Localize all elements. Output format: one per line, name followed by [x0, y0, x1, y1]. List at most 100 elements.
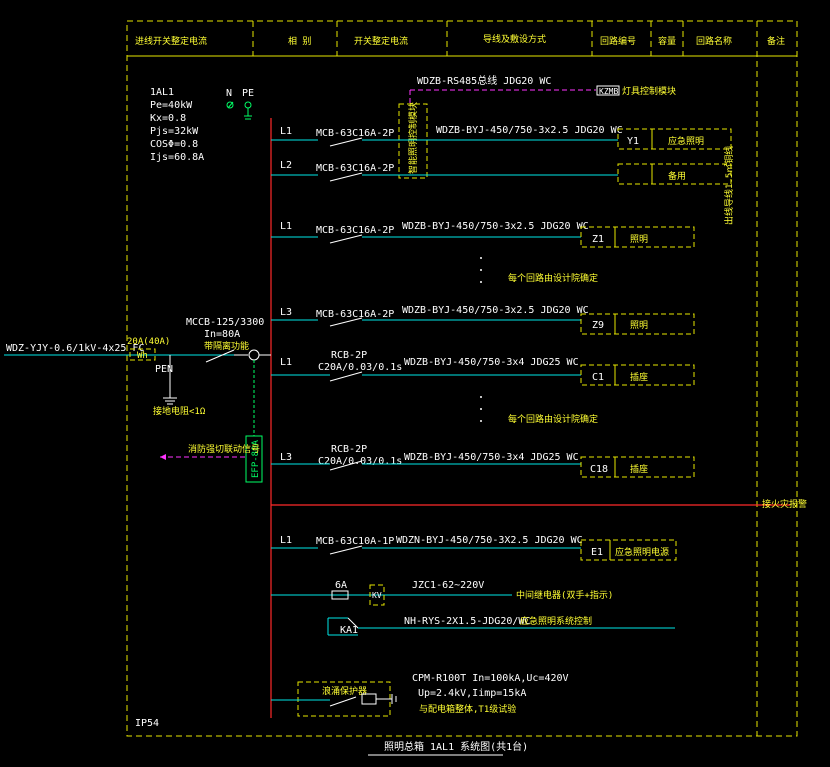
spd-text: 浪涌保护器: [322, 685, 367, 697]
aux-relay-circuit: 6A KV JZC1-62~220V 中间继电器(双手+指示): [271, 580, 613, 606]
pe-terminal-label: PE: [242, 88, 254, 99]
circuit-box: [580, 313, 695, 335]
ip-rating: IP54: [135, 718, 159, 729]
circuit-box: [617, 128, 732, 150]
spd-box-label: EFP-80A: [251, 439, 261, 478]
circuit-z1: L1 MCB-63C16A-2P WDZB-BYJ-450/750-3x2.5 …: [271, 221, 695, 248]
circuit-name: 备用: [668, 170, 686, 182]
panel-pjs: Pjs=32kW: [150, 126, 199, 137]
circuit-box: [580, 456, 695, 478]
nh-cable: NH-RYS-2X1.5-JDG20/WC: [404, 616, 530, 627]
breaker-label: MCB-63C16A-2P: [316, 225, 394, 236]
kv-label: KV: [372, 591, 382, 600]
kzmb-label: KZMB: [599, 87, 618, 96]
circuit-name: 照明: [630, 234, 648, 245]
up-label: Up=2.4kV,Iimp=15kA: [418, 688, 526, 699]
phase-label: L2: [280, 160, 292, 171]
phase-label: L1: [280, 221, 292, 232]
c-mid-note: 每个回路由设计院确定: [508, 413, 598, 425]
circuit-c18: L3 RCB-2P C20A/0.03/0.1s WDZB-BYJ-450/75…: [271, 444, 695, 478]
breaker-label: MCB-63C16A-2P: [316, 163, 394, 174]
panel-pe: Pe=40kW: [150, 100, 193, 111]
phase-label: L1: [280, 357, 292, 368]
footer-title: 照明总箱 1AL1 系统图(共1台): [384, 740, 528, 753]
phase-label: L1: [280, 535, 292, 546]
breaker-label: MCB-63C16A-2P: [316, 309, 394, 320]
main-breaker-note: 带隔离功能: [204, 340, 249, 352]
circuit-code: Z1: [592, 234, 604, 245]
meter-label: Wh: [137, 351, 148, 361]
cpm-label: CPM-R100T In=100kA,Uc=420V: [412, 673, 569, 684]
circuit-c1: L1 RCB-2P C20A/0.03/0.1s WDZB-BYJ-450/75…: [271, 350, 695, 386]
circuit-e1: L1 MCB-63C10A-1P WDZN-BYJ-450/750-3X2.5 …: [271, 535, 677, 561]
phase-label: L3: [280, 307, 292, 318]
header-col4: 导线及敷设方式: [483, 33, 546, 45]
pen-label: PEN: [155, 364, 173, 375]
header-col7: 回路名称: [696, 35, 732, 47]
circuit-z9: L3 MCB-63C16A-2P WDZB-BYJ-450/750-3x2.5 …: [271, 305, 695, 335]
n-terminal-icon: [226, 101, 234, 109]
circuit-box: [580, 226, 695, 248]
main-breaker-switch: [205, 349, 248, 363]
cable-label: WDZB-BYJ-450/750-3x2.5 JDG20 WC: [402, 305, 589, 316]
meter-rating: 20A(40A): [127, 337, 170, 347]
circuit-box: [580, 364, 695, 386]
outer-frame: [126, 20, 798, 737]
breaker-label: MCB-63C10A-1P: [316, 536, 394, 547]
circuit-code: C1: [592, 372, 604, 383]
circuit-name: 插座: [630, 371, 648, 383]
ground-icon: [163, 397, 177, 405]
z-mid-note: 每个回路由设计院确定: [508, 272, 598, 284]
continuation-dots: [480, 257, 482, 422]
panel-ijs: Ijs=60.8A: [150, 152, 204, 163]
main-breaker-in: In=80A: [204, 329, 240, 340]
cable-label: WDZB-BYJ-450/750-3x4 JDG25 WC: [404, 357, 579, 368]
spd-note: 与配电箱整体,T1级试验: [419, 703, 516, 715]
rs485-label: WDZB-RS485总线 JDG20 WC: [417, 74, 551, 87]
header-col6: 容量: [658, 35, 676, 47]
spd-box: [245, 435, 263, 483]
kzmb-note: 灯具控制模块: [622, 85, 676, 97]
ka1-label: KA1: [340, 625, 358, 636]
phase-label: L1: [280, 126, 292, 137]
circuit-code: Z9: [592, 320, 604, 331]
surge-protector: 浪涌保护器: [271, 681, 397, 717]
panel-kx: Kx=0.8: [150, 113, 186, 124]
header-col1: 进线开关整定电流: [135, 35, 207, 47]
main-breaker-label: MCCB-125/3300: [186, 317, 264, 328]
header-col2: 相 别: [288, 35, 311, 47]
phase-label: L3: [280, 452, 292, 463]
fire-note: 消防强切联动信号: [188, 443, 260, 455]
bus-note: 接火灾报警: [762, 498, 807, 510]
jzc-note: 中间继电器(双手+指示): [516, 589, 613, 601]
panel-cos: COSΦ=0.8: [150, 139, 198, 150]
breaker-label: RCB-2P: [331, 444, 367, 455]
circuit-code: C18: [590, 464, 608, 475]
cable-label: WDZN-BYJ-450/750-3X2.5 JDG20 WC: [396, 535, 583, 546]
circuit-box: [580, 539, 677, 561]
fuse-icon: [331, 590, 349, 600]
circuit-name: 插座: [630, 463, 648, 475]
cable-label: WDZB-BYJ-450/750-3x2.5 JDG20 WC: [402, 221, 589, 232]
circuit-name: 应急照明电源: [615, 546, 669, 558]
fuse-label: 6A: [335, 580, 347, 591]
kzmb-box: [596, 85, 620, 96]
panel-id: 1AL1: [150, 87, 174, 98]
circuit-code: E1: [591, 547, 603, 558]
circuit-y1: L1 MCB-63C16A-2P WDZB-BYJ-450/750-3x2.5 …: [271, 125, 732, 150]
circuit-name: 应急照明: [668, 135, 704, 147]
cable-label: WDZB-BYJ-450/750-3x2.5 JDG20 WC: [436, 125, 623, 136]
lighting-control-module: [398, 103, 428, 179]
breaker-setting: C20A/0.03/0.1s: [318, 362, 402, 373]
circuit-spare: L2 MCB-63C16A-2P 备用: [271, 160, 732, 185]
header-col3: 开关整定电流: [354, 35, 408, 47]
control-module-label: 智能照明控制模块: [407, 102, 419, 174]
breaker-label: MCB-63C16A-2P: [316, 128, 394, 139]
circuit-code: Y1: [627, 136, 639, 147]
current-transformer-icon: [248, 349, 260, 361]
ka1-circuit: KA1 NH-RYS-2X1.5-JDG20/WC 应急照明系统控制: [327, 615, 675, 636]
energy-meter: [129, 348, 156, 361]
cable-label: WDZB-BYJ-450/750-3x4 JDG25 WC: [404, 452, 579, 463]
